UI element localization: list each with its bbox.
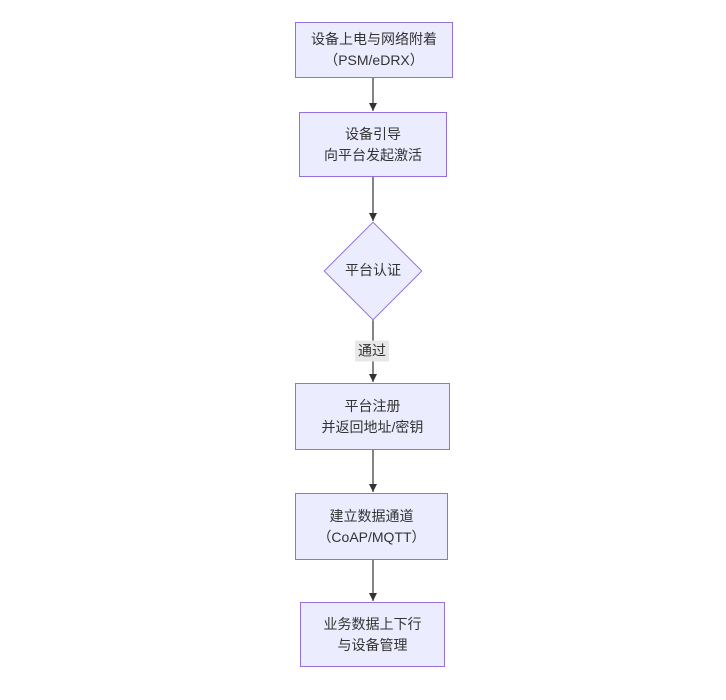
edge-label-pass: 通过 [355,340,389,362]
node-business-data: 业务数据上下行 与设备管理 [300,602,445,667]
node-label-line: 向平台发起激活 [324,146,422,163]
node-label-line: （PSM/eDRX） [324,52,424,68]
node-platform-auth: 平台认证 [323,260,423,281]
node-label-line: 平台注册 [344,397,401,414]
node-label-line: 平台认证 [345,262,401,278]
node-data-channel: 建立数据通道 （CoAP/MQTT） [295,493,448,560]
node-platform-register: 平台注册 并返回地址/密钥 [295,383,450,450]
node-label-line: 与设备管理 [337,636,408,653]
node-label-line: 建立数据通道 [329,507,414,524]
node-bootstrap: 设备引导 向平台发起激活 [299,112,447,177]
node-label-line: 设备引导 [345,125,401,142]
node-label-line: 并返回地址/密钥 [321,418,424,435]
node-label-line: 设备上电与网络附着 [311,31,437,47]
edge-label-text: 通过 [358,342,386,359]
node-label-line: 业务数据上下行 [323,615,422,632]
node-label-line: （CoAP/MQTT） [317,528,426,545]
node-power-attach: 设备上电与网络附着 （PSM/eDRX） [295,22,453,78]
